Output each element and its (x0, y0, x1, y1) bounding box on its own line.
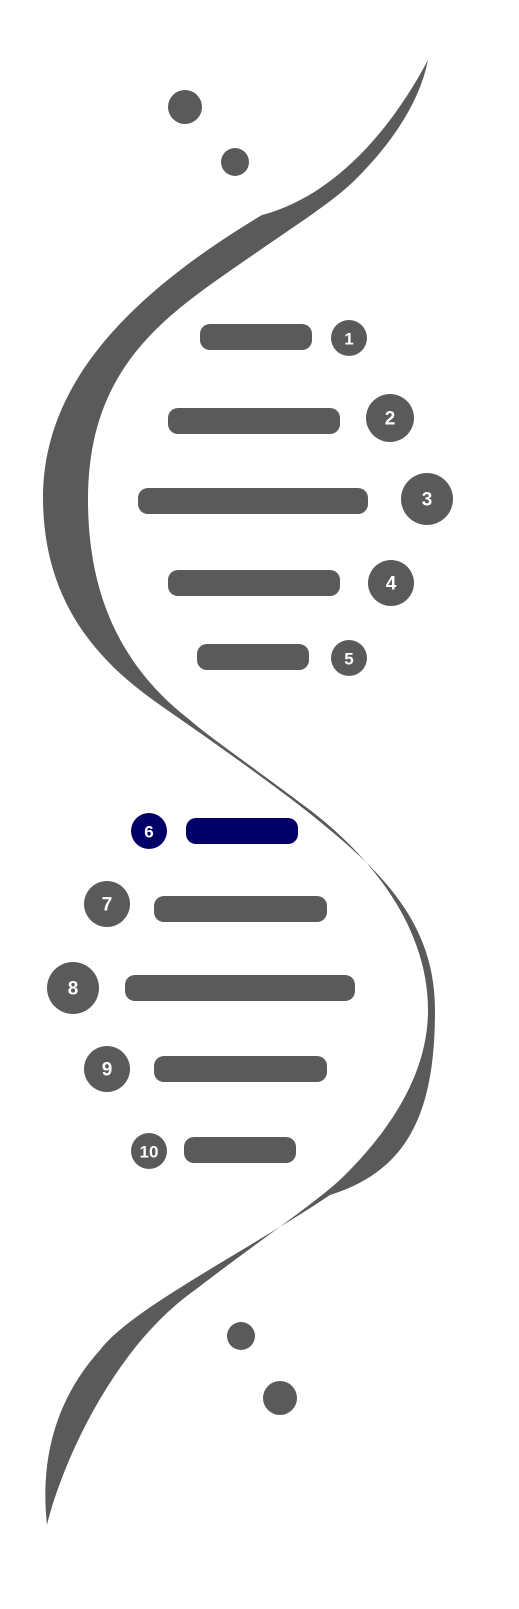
decorative-dot (227, 1322, 255, 1350)
rung-bar-2 (168, 408, 340, 434)
rung-label-9: 9 (102, 1060, 113, 1081)
rung-marker-6 (131, 813, 167, 849)
rung-marker-7 (84, 881, 130, 927)
rung-bar-10 (184, 1137, 296, 1163)
rung-marker-4 (368, 560, 414, 606)
rung-label-2: 2 (385, 409, 396, 430)
rung-marker-2 (366, 394, 414, 442)
decorative-dot (221, 148, 249, 176)
rung-label-1: 1 (344, 330, 353, 349)
rung-marker-9 (84, 1046, 130, 1092)
rung-bar-6 (186, 818, 298, 844)
rung-bar-9 (154, 1056, 327, 1082)
rung-label-10: 10 (140, 1143, 159, 1162)
rung-marker-1 (331, 320, 367, 356)
rung-bar-4 (168, 570, 340, 596)
rung-marker-3 (401, 473, 453, 525)
rung-label-5: 5 (344, 650, 353, 669)
rung-bar-3 (138, 488, 368, 514)
rung-bar-7 (154, 896, 327, 922)
rung-label-6: 6 (144, 823, 153, 842)
rung-bar-8 (125, 975, 355, 1001)
rung-bar-1 (200, 324, 312, 350)
helix-strand (42, 60, 436, 1525)
rung-label-3: 3 (422, 490, 433, 511)
rung-marker-10 (131, 1133, 167, 1169)
decorative-dot (263, 1381, 297, 1415)
rung-label-8: 8 (68, 979, 79, 1000)
rung-label-4: 4 (386, 574, 397, 595)
rung-marker-5 (331, 640, 367, 676)
decorative-dot (168, 90, 202, 124)
rung-bar-5 (197, 644, 309, 670)
rung-label-7: 7 (102, 895, 113, 916)
rungs-group: 1 2 3 4 5 6 7 8 9 10 (47, 320, 453, 1169)
rung-marker-8 (47, 962, 99, 1014)
